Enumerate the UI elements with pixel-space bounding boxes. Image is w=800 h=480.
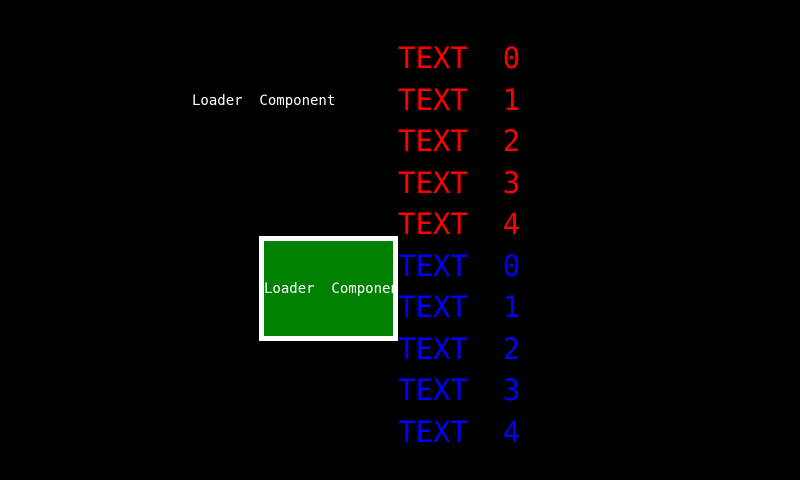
loader-component-panel[interactable]: Loader Component (259, 236, 398, 341)
loader-component-panel-label: Loader Component (264, 281, 393, 297)
text-list-item: TEXT 0 (398, 248, 521, 283)
text-list-item: TEXT 1 (398, 82, 521, 117)
text-list-item: TEXT 2 (398, 331, 521, 366)
text-list-item: TEXT 0 (398, 41, 521, 75)
text-list-item: TEXT 3 (398, 165, 521, 200)
text-list-item: TEXT 4 (398, 414, 521, 449)
text-list-item: TEXT 1 (398, 290, 521, 324)
top-loader-component-label: Loader Component (192, 93, 336, 109)
text-list: TEXT 0 TEXT 1 TEXT 2 TEXT 3 TEXT 4 TEXT … (398, 38, 658, 453)
text-list-item: TEXT 3 (398, 373, 521, 407)
loader-component-panel-content: Loader Component (264, 241, 393, 336)
text-list-item: TEXT 2 (398, 124, 521, 158)
text-list-item: TEXT 4 (398, 207, 521, 241)
